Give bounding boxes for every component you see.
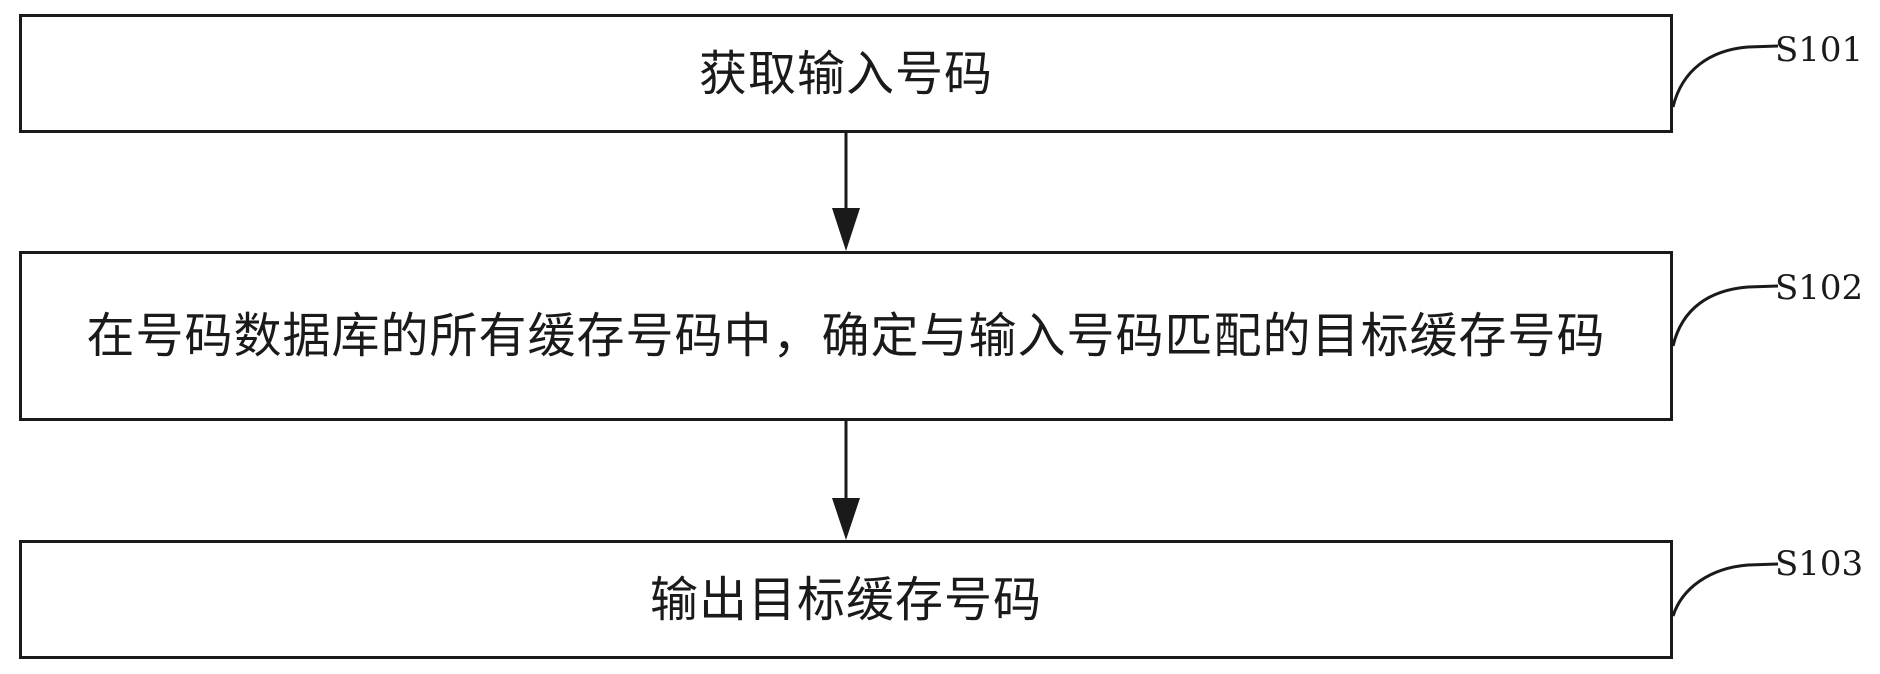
step-box-s101: 获取输入号码 bbox=[19, 14, 1673, 133]
step-box-s103: 输出目标缓存号码 bbox=[19, 540, 1673, 659]
arrow-s102-to-s103 bbox=[832, 421, 860, 540]
leader-s101 bbox=[1671, 44, 1779, 108]
step-label-s102: S102 bbox=[1775, 268, 1864, 308]
step-text-s103: 输出目标缓存号码 bbox=[649, 571, 1042, 628]
step-text-s102: 在号码数据库的所有缓存号码中，确定与输入号码匹配的目标缓存号码 bbox=[86, 308, 1606, 364]
step-text-s101: 获取输入号码 bbox=[698, 45, 993, 102]
leader-s103 bbox=[1671, 562, 1779, 617]
arrow-s101-to-s102 bbox=[832, 133, 860, 251]
step-label-s103: S103 bbox=[1775, 544, 1864, 584]
step-box-s102: 在号码数据库的所有缓存号码中，确定与输入号码匹配的目标缓存号码 bbox=[19, 251, 1673, 421]
leader-s102 bbox=[1671, 284, 1779, 347]
step-label-s101: S101 bbox=[1775, 30, 1864, 70]
